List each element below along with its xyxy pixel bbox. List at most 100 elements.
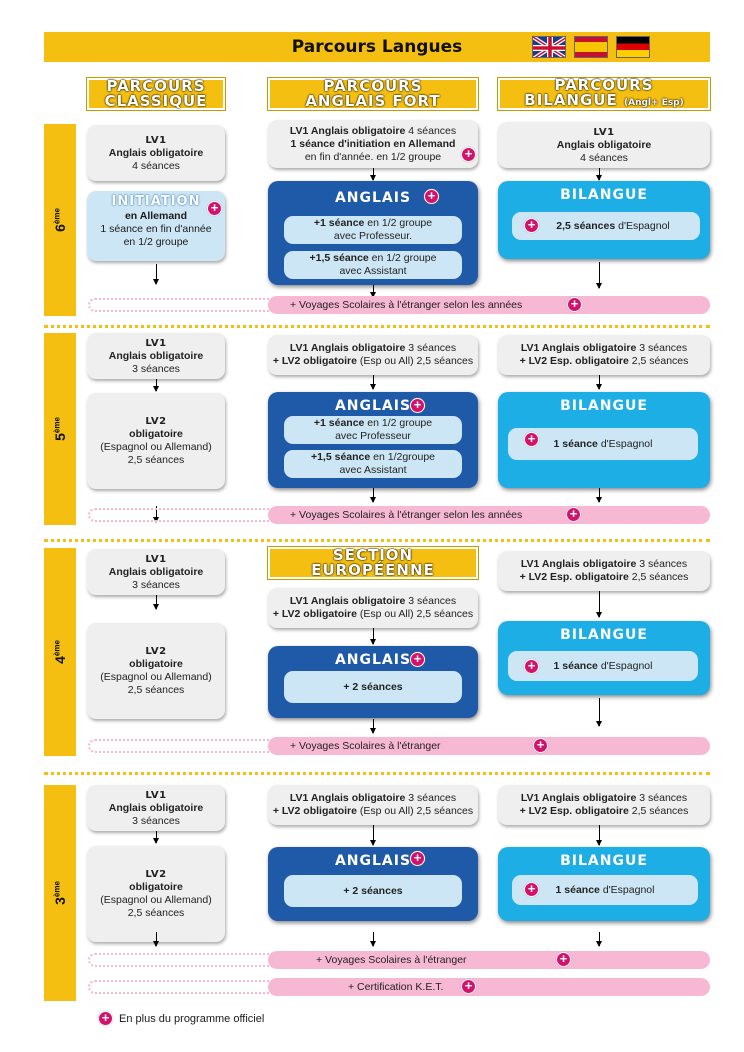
box-title: INITIATION — [111, 194, 201, 209]
bilangue-box: BILANGUE 1 séance d'Espagnol — [498, 392, 710, 488]
plus-icon: + — [556, 952, 571, 967]
box-line: 2,5 séances d'Espagnol — [542, 220, 670, 233]
plus-icon: + — [424, 189, 439, 204]
box-line: obligatoire — [129, 881, 183, 893]
bilangue-top-box: LV1 Anglais obligatoire 4 séances — [498, 122, 710, 168]
arrow — [370, 719, 376, 734]
box-text: (Esp ou All) 2,5 séances — [356, 355, 474, 367]
box-text: 3 séances — [405, 792, 457, 804]
box-line: Anglais obligatoire — [108, 146, 204, 159]
box-bold: + LV2 Esp. obligatoire — [519, 355, 629, 367]
box-bold: +1,5 séance — [310, 451, 371, 463]
year-label: 3ème — [52, 881, 68, 905]
bilangue-box: BILANGUE 2,5 séances d'Espagnol — [498, 181, 710, 259]
box-title: LV2 — [145, 869, 167, 880]
plus-icon: + — [410, 851, 425, 866]
separator — [44, 325, 710, 328]
box-bold: 1 séance — [553, 659, 598, 672]
plus-icon: + — [533, 738, 548, 753]
box-line: + 2 séances — [343, 680, 403, 693]
arrow — [370, 168, 376, 181]
box-line: LV1 Anglais obligatoire 3 séances — [521, 342, 687, 355]
box-text: 2,5 séances — [628, 805, 689, 817]
box-title-text: ANGLAIS — [334, 652, 412, 668]
plus-icon: + — [98, 1011, 113, 1026]
box-bold: + LV2 Esp. obligatoire — [519, 805, 629, 817]
initiation-box: INITIATION en Allemand 1 séance en fin d… — [87, 191, 225, 261]
legend: + En plus du programme officiel — [98, 1011, 264, 1026]
box-text: d'Espagnol — [615, 219, 670, 232]
box-line: avec Professeur — [335, 430, 411, 442]
box-line: avec Assistant — [339, 464, 407, 476]
box-title: ANGLAIS — [268, 398, 478, 414]
arrow — [596, 262, 602, 289]
lv1-box: LV1 Anglais obligatoire 4 séances — [87, 125, 225, 181]
bilangue-box: BILANGUE 1 séance d'Espagnol — [498, 621, 710, 695]
box-text: en 1/2 groupe — [364, 217, 433, 229]
box-line: en Allemand — [124, 210, 188, 222]
plus-icon: + — [567, 297, 582, 312]
arrow — [596, 168, 602, 181]
box-text: en 1/2groupe — [370, 451, 436, 463]
box-title: BILANGUE — [560, 398, 648, 414]
box-title: ANGLAIS — [268, 190, 478, 206]
arrow — [370, 628, 376, 645]
inner-box: + 2 séances — [284, 671, 462, 703]
box-line: Anglais obligatoire — [108, 349, 204, 362]
plus-icon: + — [410, 398, 425, 413]
plus-icon: + — [524, 432, 539, 447]
box-bold: LV1 Anglais obligatoire — [289, 595, 406, 607]
plus-icon: + — [524, 882, 539, 897]
anglais-fort-top-box: LV1 Anglais obligatoire 3 séances + LV2 … — [268, 785, 478, 825]
section-europeenne-header: SECTION EUROPÉENNE — [268, 547, 478, 579]
box-line: LV1 Anglais obligatoire 4 séances — [290, 125, 456, 138]
box-line: 1 séance en fin d'année — [100, 223, 212, 235]
box-title-text: ANGLAIS — [334, 398, 412, 414]
dotted-connector — [88, 739, 272, 753]
box-text: d'Espagnol — [597, 437, 653, 450]
spain-flag-icon — [574, 36, 608, 58]
box-bold: + LV2 obligatoire — [272, 608, 357, 620]
lv2-box: LV2 obligatoire (Espagnol ou Allemand) 2… — [87, 623, 225, 719]
box-title-text: ANGLAIS — [334, 190, 412, 206]
box-bold: LV1 Anglais obligatoire — [520, 558, 637, 570]
bilangue-top-box: LV1 Anglais obligatoire 3 séances + LV2 … — [498, 785, 710, 825]
box-line: + LV2 Esp. obligatoire 2,5 séances — [520, 805, 689, 818]
box-title: LV2 — [145, 416, 167, 427]
lv1-box: LV1 Anglais obligatoire 3 séances — [87, 785, 225, 831]
lv2-box: LV2 obligatoire (Espagnol ou Allemand) 2… — [87, 846, 225, 942]
box-text: d'Espagnol — [599, 883, 655, 896]
box-line: LV1 Anglais obligatoire 3 séances — [290, 342, 456, 355]
box-title: BILANGUE — [560, 853, 648, 869]
anglais-fort-top-box: LV1 Anglais obligatoire 4 séances 1 séan… — [268, 120, 478, 168]
column-header-anglais-fort: PARCOURS ANGLAIS FORT — [268, 78, 478, 110]
box-bold: 1 séance — [553, 437, 598, 450]
arrow — [370, 488, 376, 503]
anglais-box: ANGLAIS + 2 séances — [268, 847, 478, 921]
plus-icon: + — [461, 147, 476, 162]
section-line: SECTION — [332, 546, 414, 564]
box-title: BILANGUE — [560, 187, 648, 203]
box-text: (Esp ou All) 2,5 séances — [356, 608, 474, 620]
year-bar-6: 6ème — [44, 124, 76, 316]
year-label: 4ème — [52, 640, 68, 664]
anglais-box: ANGLAIS +1 séance en 1/2 groupe avec Pro… — [268, 181, 478, 285]
box-line: + LV2 Esp. obligatoire 2,5 séances — [520, 355, 689, 368]
column-header-sub: (Angl+ Esp) — [623, 97, 684, 108]
voyage-text: + Voyages Scolaires à l'étranger selon l… — [290, 299, 523, 311]
box-line: +1 séance en 1/2 groupe — [314, 417, 432, 430]
box-bold: + LV2 obligatoire — [272, 805, 357, 817]
column-header-line: PARCOURS — [554, 75, 654, 94]
box-line: LV1 Anglais obligatoire 3 séances — [290, 595, 456, 608]
box-line: (Espagnol ou Allemand) — [100, 671, 212, 683]
anglais-fort-top-box: LV1 Anglais obligatoire 3 séances + LV2 … — [268, 588, 478, 628]
box-text: 2,5 séances — [628, 571, 689, 583]
plus-icon: + — [461, 979, 476, 994]
box-line: 3 séances — [132, 362, 180, 375]
arrow — [596, 698, 602, 727]
box-bold: +1 séance — [313, 417, 365, 429]
year-suffix: ème — [52, 640, 62, 657]
plus-icon: + — [207, 201, 222, 216]
box-line: 4 séances — [132, 159, 180, 172]
certification-text: + Certification K.E.T. — [348, 981, 444, 993]
